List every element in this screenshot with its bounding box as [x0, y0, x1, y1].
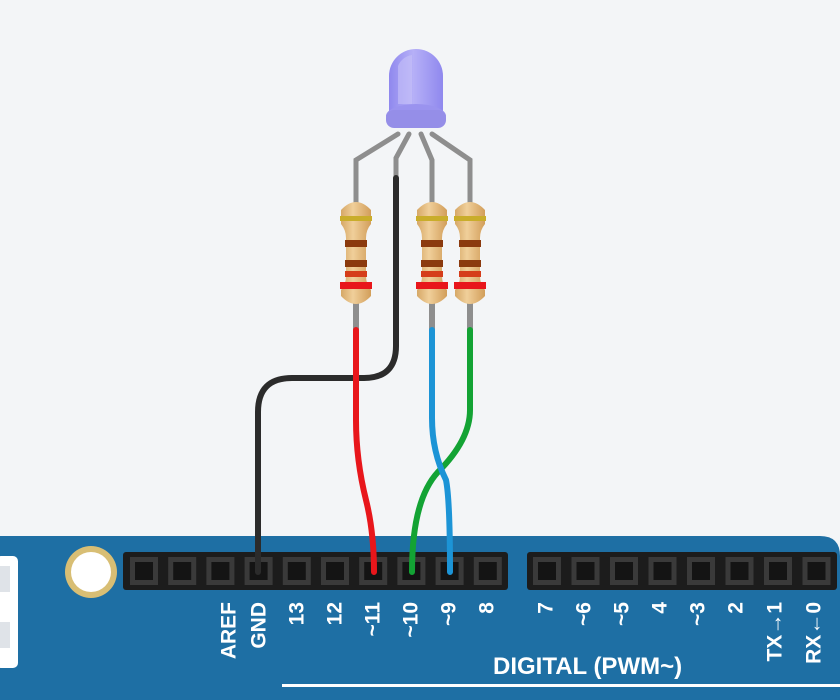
resistor-green: [416, 202, 448, 332]
led-base: [386, 110, 446, 128]
pin-label-gnd: GND: [248, 602, 271, 649]
pin-label-7: 7: [535, 602, 558, 614]
header-socket-hole: [730, 562, 749, 580]
pin-label-rx0: RX←0: [803, 602, 826, 664]
board-connector: [0, 556, 18, 668]
wire-green-pin-10: [409, 327, 473, 575]
led-highlight: [398, 55, 412, 104]
pin-label-tx1: TX→1: [764, 602, 787, 662]
pin-label-aref: AREF: [218, 602, 241, 659]
digital-underline: [282, 684, 840, 687]
wires: [255, 175, 473, 575]
wire-blue-pin-9: [429, 327, 453, 575]
header-socket-hole: [692, 562, 710, 580]
header-socket-hole: [538, 562, 556, 580]
header-socket-hole: [211, 562, 230, 580]
pin-label-8: 8: [476, 602, 499, 614]
header-socket-hole: [615, 562, 633, 580]
header-socket-hole: [653, 562, 672, 580]
header-socket-hole: [326, 562, 344, 580]
pin-label-6: ~6: [573, 602, 596, 626]
header-socket-hole: [807, 562, 826, 580]
header-pins-right: [533, 557, 831, 585]
pin-label-10: ~10: [400, 602, 423, 638]
header-socket-hole: [478, 562, 497, 580]
digital-header-right: [527, 552, 837, 590]
digital-pwm-label: DIGITAL (PWM~): [493, 653, 682, 680]
header-socket-hole: [576, 562, 595, 580]
pin-label-5: ~5: [611, 602, 634, 626]
led-body: [389, 49, 443, 112]
pin-label-3: ~3: [687, 602, 710, 626]
header-socket-hole: [287, 562, 306, 580]
pin-labels: AREF GND 13 12 ~11 ~10 ~9 8 7 ~6 ~5 4 ~3…: [218, 602, 826, 664]
rgb-led: [353, 49, 473, 209]
led-legs: [353, 131, 473, 209]
pin-label-11: ~11: [362, 602, 385, 637]
mounting-hole: [65, 546, 117, 598]
header-socket-hole: [173, 562, 192, 580]
resistor-red: [340, 202, 372, 332]
pin-label-12: 12: [324, 602, 347, 625]
wire-red-pin-11: [353, 327, 377, 575]
header-socket-hole: [769, 562, 787, 580]
arduino-board: AREF GND 13 12 ~11 ~10 ~9 8 7 ~6 ~5 4 ~3…: [0, 536, 840, 700]
resistor-blue: [454, 202, 486, 332]
wire-black-gnd: [255, 175, 399, 575]
pin-label-2: 2: [725, 602, 748, 614]
pin-label-9: ~9: [438, 602, 461, 626]
header-socket-hole: [135, 562, 153, 580]
pin-label-4: 4: [649, 602, 672, 614]
pin-label-13: 13: [286, 602, 309, 625]
